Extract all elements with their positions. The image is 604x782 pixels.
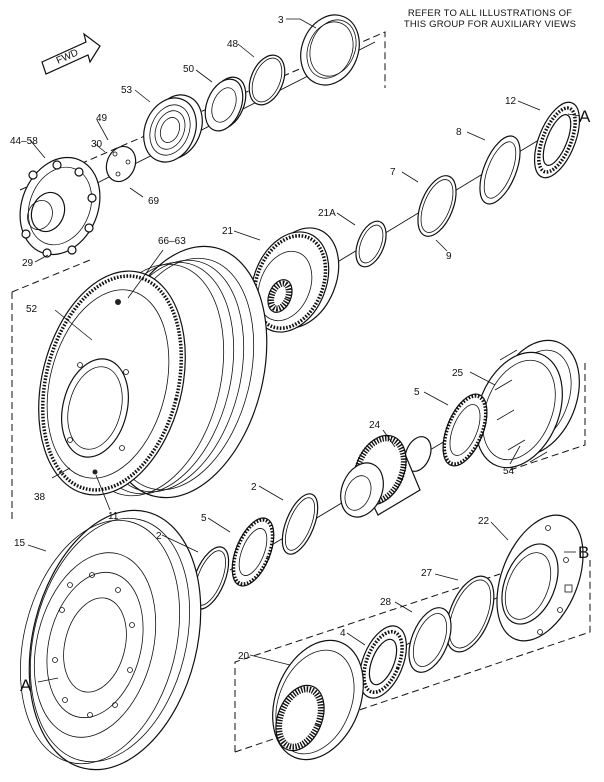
callout-5-lower: 5 bbox=[201, 513, 207, 524]
part-12-thrust-bearing bbox=[533, 101, 581, 179]
callout-9: 9 bbox=[446, 251, 452, 262]
callout-69: 69 bbox=[148, 196, 160, 207]
part-5-upper-clutch-disc bbox=[442, 393, 488, 467]
part-50-seal bbox=[204, 76, 247, 132]
callout-20: 20 bbox=[238, 651, 250, 662]
upper-group-outline bbox=[19, 31, 386, 191]
callout-24: 24 bbox=[369, 420, 381, 431]
callout-49: 49 bbox=[96, 113, 108, 124]
part-48-snap-ring bbox=[248, 54, 286, 106]
note-line-2: THIS GROUP FOR AUXILIARY VIEWS bbox=[403, 19, 577, 30]
callout-38: 38 bbox=[34, 492, 46, 503]
part-21A-ring bbox=[355, 220, 387, 268]
part-44-58-yoke bbox=[19, 156, 101, 258]
callout-28: 28 bbox=[380, 597, 392, 608]
callout-A-bottom: A bbox=[20, 676, 32, 695]
part-8-washer bbox=[479, 135, 521, 205]
callout-4: 4 bbox=[340, 628, 346, 639]
callout-50: 50 bbox=[183, 64, 195, 75]
part-15-drum bbox=[19, 509, 202, 771]
fwd-arrow-icon: FWD bbox=[41, 32, 101, 75]
part-21-sun-gear-carrier bbox=[250, 227, 340, 333]
callout-25: 25 bbox=[452, 368, 464, 379]
callout-labels: 3 48 50 53 49 30 44–58 69 29 12 A 8 7 21… bbox=[10, 15, 591, 695]
part-30-retainer-plate bbox=[105, 145, 137, 183]
callout-2-left: 2 bbox=[156, 531, 162, 542]
part-38-ring-gear-hub bbox=[38, 245, 268, 499]
part-28-washer bbox=[408, 607, 452, 673]
leader-lines bbox=[27, 18, 581, 683]
part-7-snap-ring bbox=[417, 175, 457, 237]
part-25-carrier-housing bbox=[475, 339, 580, 469]
part-22-housing-plate bbox=[496, 514, 584, 642]
callout-5-upper: 5 bbox=[414, 387, 420, 398]
middle-group-outline bbox=[11, 259, 586, 520]
callout-48: 48 bbox=[227, 39, 239, 50]
callout-15: 15 bbox=[14, 538, 26, 549]
part-24-splined-hub bbox=[340, 434, 432, 518]
part-20-hub bbox=[272, 639, 364, 761]
callout-11: 11 bbox=[108, 511, 119, 522]
callout-21A: 21A bbox=[318, 208, 336, 219]
part-5-lower-clutch-disc bbox=[231, 517, 275, 587]
callout-7: 7 bbox=[390, 167, 396, 178]
part-53-bearing bbox=[143, 94, 203, 163]
callout-29: 29 bbox=[22, 258, 34, 269]
part-27-ring bbox=[445, 575, 495, 653]
callout-2-mid: 2 bbox=[251, 482, 257, 493]
auxiliary-views-note: REFER TO ALL ILLUSTRATIONS OF THIS GROUP… bbox=[390, 8, 590, 30]
callout-30: 30 bbox=[91, 139, 103, 150]
note-line-1: REFER TO ALL ILLUSTRATIONS OF bbox=[407, 8, 573, 19]
callout-27: 27 bbox=[421, 568, 433, 579]
callout-54: 54 bbox=[503, 466, 515, 477]
callout-A-top: A bbox=[579, 107, 591, 126]
callout-B: B bbox=[578, 543, 589, 562]
callout-3: 3 bbox=[278, 15, 284, 26]
callout-12: 12 bbox=[505, 96, 517, 107]
callout-8: 8 bbox=[456, 127, 462, 138]
part-3-ring bbox=[300, 14, 360, 86]
callout-66-63: 66–63 bbox=[158, 236, 186, 247]
part-4-thrust-bearing bbox=[359, 625, 407, 699]
callout-21: 21 bbox=[222, 226, 234, 237]
callout-22: 22 bbox=[478, 516, 490, 527]
callout-53: 53 bbox=[121, 85, 133, 96]
callout-52: 52 bbox=[26, 304, 38, 315]
callout-44-58: 44–58 bbox=[10, 136, 38, 147]
part-2-mid-snap-ring bbox=[281, 493, 319, 555]
